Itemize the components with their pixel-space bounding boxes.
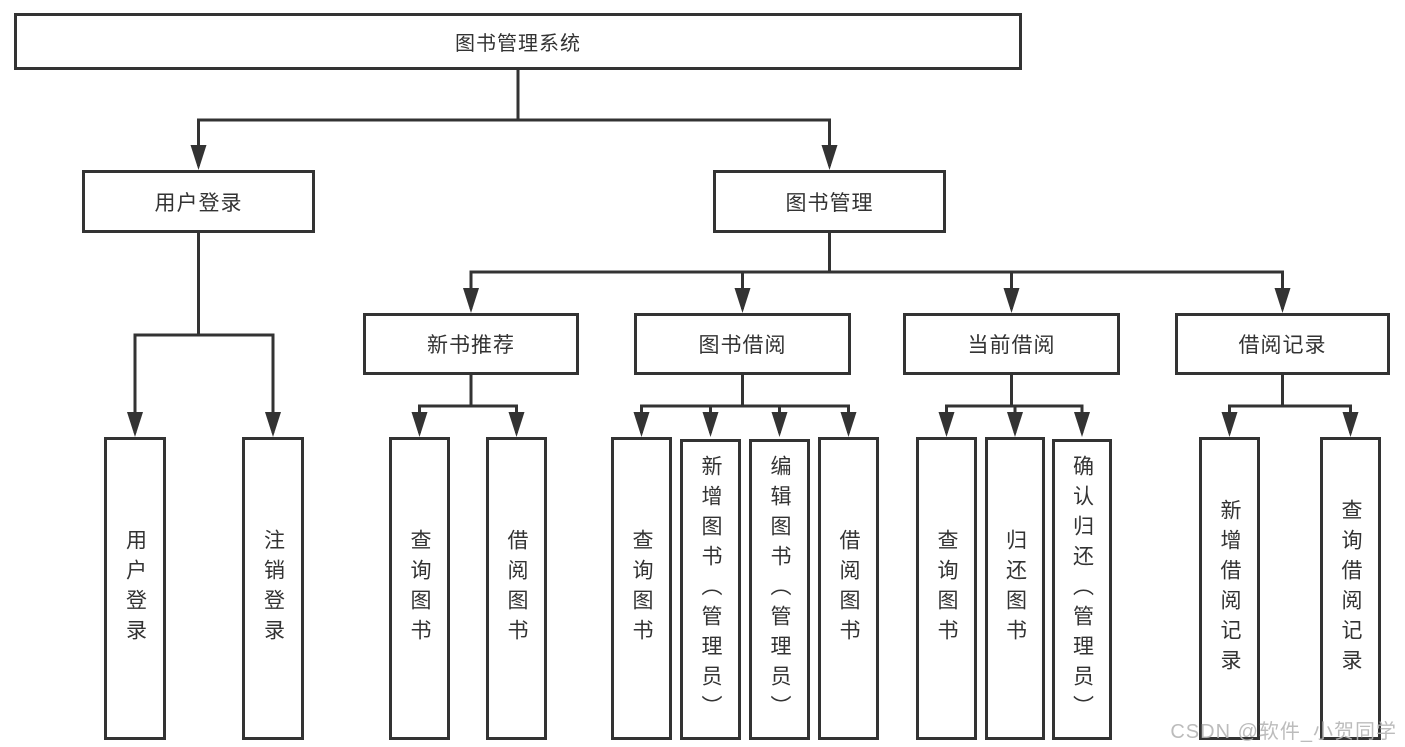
node-leaf-query-book-2: 查询图书 bbox=[611, 437, 672, 740]
edge-newbook-to-children bbox=[411, 375, 525, 437]
node-label: 确认归还（管理员） bbox=[1070, 454, 1094, 725]
node-leaf-query-borrow-record: 查询借阅记录 bbox=[1320, 437, 1381, 740]
edge-userlogin-to-children bbox=[127, 233, 281, 437]
node-leaf-return-book: 归还图书 bbox=[985, 437, 1045, 740]
edge-currentborrow-to-children bbox=[938, 375, 1090, 437]
node-label: 注销登录 bbox=[261, 528, 285, 649]
node-label: 编辑图书（管理员） bbox=[768, 454, 791, 725]
edge-borrowrecord-to-children bbox=[1221, 375, 1359, 437]
node-leaf-confirm-return-admin: 确认归还（管理员） bbox=[1052, 439, 1112, 740]
node-leaf-add-book-admin: 新增图书（管理员） bbox=[680, 439, 741, 740]
node-label: 归还图书 bbox=[1003, 528, 1027, 649]
node-leaf-borrow-book-2: 借阅图书 bbox=[818, 437, 879, 740]
node-borrow-record: 借阅记录 bbox=[1175, 313, 1390, 375]
node-book-management: 图书管理 bbox=[713, 170, 946, 233]
node-label: 用户登录 bbox=[154, 191, 243, 215]
node-label: 查询借阅记录 bbox=[1339, 498, 1362, 679]
node-leaf-query-book-3: 查询图书 bbox=[916, 437, 977, 740]
node-label: 图书借阅 bbox=[698, 334, 787, 357]
node-label: 借阅记录 bbox=[1238, 334, 1327, 357]
node-leaf-logout: 注销登录 bbox=[242, 437, 304, 740]
node-leaf-borrow-book-1: 借阅图书 bbox=[486, 437, 547, 740]
node-label: 查询图书 bbox=[630, 528, 653, 649]
node-leaf-add-borrow-record: 新增借阅记录 bbox=[1199, 437, 1260, 740]
node-user-login: 用户登录 bbox=[82, 170, 315, 233]
edge-bookborrow-to-children bbox=[633, 375, 857, 437]
node-leaf-user-login: 用户登录 bbox=[104, 437, 166, 740]
node-new-book-recommend: 新书推荐 bbox=[363, 313, 579, 375]
edge-root-to-level2 bbox=[190, 70, 838, 170]
node-label: 查询图书 bbox=[408, 528, 431, 649]
node-current-borrow: 当前借阅 bbox=[903, 313, 1120, 375]
node-library-system: 图书管理系统 bbox=[14, 13, 1022, 70]
node-book-borrow: 图书借阅 bbox=[634, 313, 851, 375]
node-label: 新增借阅记录 bbox=[1218, 498, 1241, 679]
node-label: 用户登录 bbox=[123, 528, 147, 649]
node-label: 图书管理系统 bbox=[455, 33, 581, 55]
node-label: 当前借阅 bbox=[967, 334, 1056, 357]
node-label: 新书推荐 bbox=[427, 334, 515, 357]
edge-bookmgmt-to-level3 bbox=[463, 233, 1291, 313]
node-label: 图书管理 bbox=[785, 191, 874, 215]
node-label: 查询图书 bbox=[935, 528, 958, 649]
node-leaf-edit-book-admin: 编辑图书（管理员） bbox=[749, 439, 810, 740]
csdn-watermark: CSDN @软件_小贺同学 bbox=[1170, 721, 1397, 743]
node-label: 借阅图书 bbox=[505, 528, 528, 649]
node-label: 借阅图书 bbox=[837, 528, 860, 649]
node-leaf-query-book-1: 查询图书 bbox=[389, 437, 450, 740]
node-label: 新增图书（管理员） bbox=[699, 454, 722, 725]
